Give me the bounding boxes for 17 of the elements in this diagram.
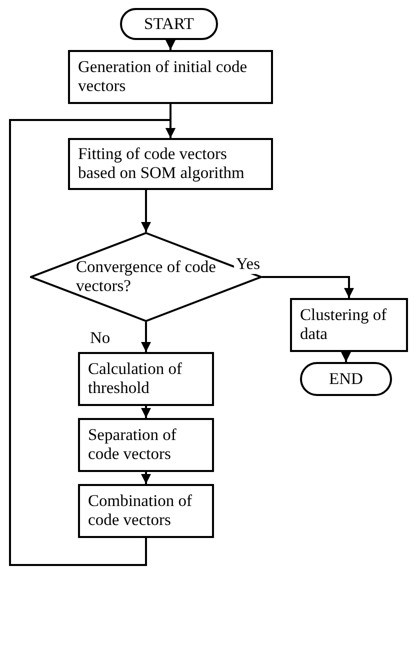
process-box: Fitting of code vectors based on SOM algorithm xyxy=(68,138,273,190)
process-box: Generation of initial code vectors xyxy=(68,50,273,104)
arrow xyxy=(141,406,151,418)
arrow xyxy=(341,352,351,362)
process-box: Combination of code vectors xyxy=(78,484,214,538)
arrow xyxy=(262,276,354,298)
terminal-pill: END xyxy=(300,362,392,396)
terminal-pill: START xyxy=(120,8,218,40)
process-box: Separation of code vectors xyxy=(78,418,214,472)
decision-text: Convergence of code vectors? xyxy=(76,258,216,296)
arrow xyxy=(141,472,151,484)
arrow xyxy=(141,322,151,352)
arrow xyxy=(9,119,176,566)
arrow xyxy=(141,190,151,232)
process-box: Clustering of data xyxy=(290,298,408,352)
process-box: Calculation of threshold xyxy=(78,352,214,406)
arrow xyxy=(166,40,176,50)
